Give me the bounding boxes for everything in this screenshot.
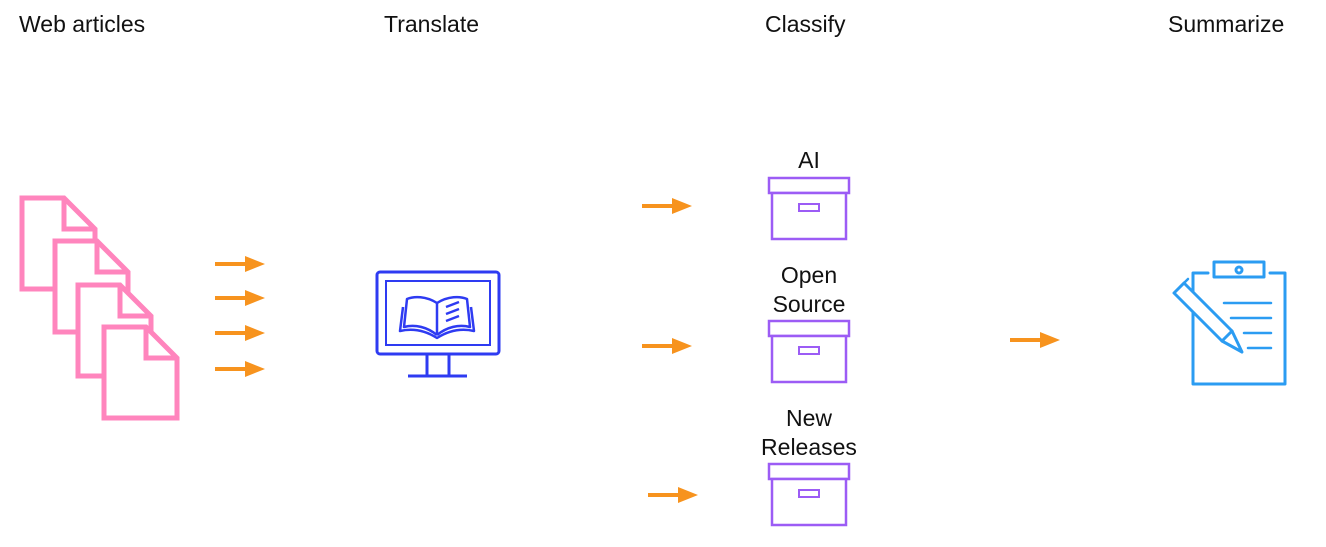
category-label-open-source-line1: Open xyxy=(780,262,838,288)
clipboard-lines xyxy=(1222,301,1273,350)
monitor-stand xyxy=(408,354,467,378)
arrow-icon xyxy=(215,256,265,272)
category-label-new-releases-line1: New xyxy=(785,405,832,431)
category-label-ai: AI xyxy=(729,146,889,175)
input-arrows xyxy=(215,256,265,377)
category-label-new-releases-line2: Releases xyxy=(761,434,857,460)
arrow-icon xyxy=(215,325,265,341)
monitor-book-icon xyxy=(375,270,501,378)
archive-box-icon-new-releases xyxy=(767,462,851,527)
clipboard-clip-hole xyxy=(1234,265,1244,275)
category-label-ai-text: AI xyxy=(798,147,820,173)
summarize-arrow xyxy=(1010,332,1060,348)
category-label-open-source: Open Source xyxy=(729,261,889,319)
clipboard-board xyxy=(1191,271,1287,386)
arrow-icon xyxy=(1010,332,1060,348)
category-label-new-releases: New Releases xyxy=(729,404,889,462)
classify-arrows xyxy=(642,198,698,503)
arrow-icon xyxy=(215,290,265,306)
stage-title-web-articles: Web articles xyxy=(19,11,146,37)
monitor-frame xyxy=(375,270,501,356)
archive-box-icon-ai xyxy=(767,176,851,241)
arrow-icon xyxy=(215,361,265,377)
arrow-icon xyxy=(648,487,698,503)
arrow-icon xyxy=(642,338,692,354)
monitor-screen xyxy=(385,280,491,346)
pencil-icon xyxy=(1172,277,1244,354)
stage-title-summarize: Summarize xyxy=(1168,11,1285,37)
arrow-icon xyxy=(642,198,692,214)
book-icon xyxy=(398,295,476,340)
stage-title-translate: Translate xyxy=(384,11,480,37)
stage-title-classify: Classify xyxy=(765,11,846,37)
archive-box-icon-open-source xyxy=(767,319,851,384)
document-stack-icon xyxy=(22,198,177,418)
category-label-open-source-line2: Source xyxy=(772,291,846,317)
clipboard-pencil-icon xyxy=(1172,260,1287,386)
clipboard-clip xyxy=(1212,260,1266,279)
category-boxes xyxy=(767,176,851,527)
document-icon-4 xyxy=(104,327,177,418)
